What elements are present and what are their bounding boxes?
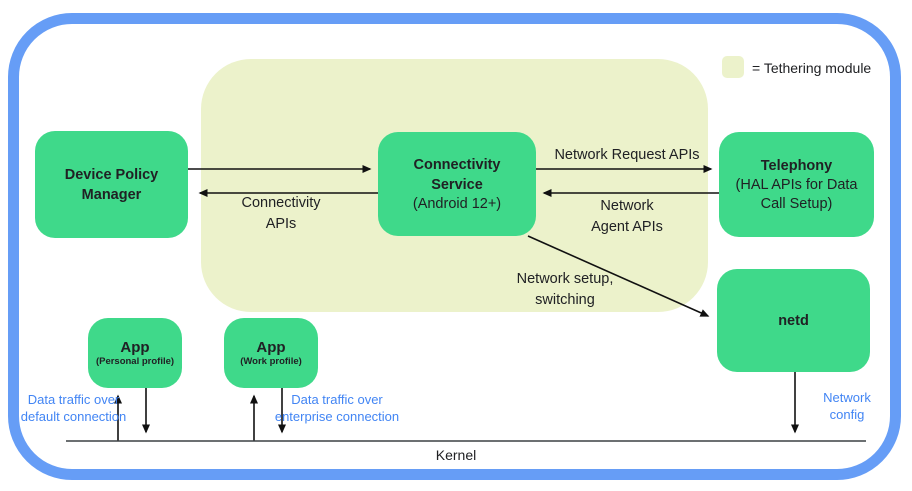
node-title-line: Manager — [81, 186, 142, 203]
node-subtitle: (Personal profile) — [95, 355, 175, 367]
label-line: enterprise connection — [274, 409, 400, 424]
node-title-line: netd — [778, 312, 809, 329]
node-device-policy-manager: Device Policy Manager — [35, 131, 188, 238]
node-connectivity-service: Connectivity Service (Android 12+) — [378, 132, 536, 236]
node-title-line: Device Policy — [64, 166, 159, 183]
node-telephony: Telephony (HAL APIs for Data Call Setup) — [719, 132, 874, 237]
node-subtitle: (Work profile) — [240, 355, 302, 367]
tethering-module-swatch — [722, 56, 744, 78]
label-network-request-apis: Network Request APIs — [527, 145, 727, 166]
label-line: APIs — [265, 216, 297, 232]
label-data-traffic-enterprise: Data traffic over enterprise connection — [263, 391, 411, 425]
label-line: Network setup, — [516, 271, 614, 287]
node-app-work-profile: App (Work profile) — [224, 318, 318, 388]
label-network-agent-apis: Network Agent APIs — [567, 196, 687, 238]
label-line: default connection — [20, 409, 127, 424]
label-network-setup-switching: Network setup, switching — [480, 269, 650, 311]
label-connectivity-apis: Connectivity APIs — [221, 193, 341, 235]
label-line: Agent APIs — [591, 219, 663, 235]
label-line: Network — [823, 390, 871, 405]
label-network-config: Network config — [787, 389, 907, 423]
node-subtitle: Call Setup) — [760, 195, 833, 212]
label-kernel: Kernel — [396, 445, 516, 466]
node-subtitle: (Android 12+) — [412, 195, 502, 212]
node-title-line: Service — [431, 176, 483, 193]
node-title-line: App — [120, 338, 150, 356]
node-title-line: Connectivity — [413, 156, 501, 173]
node-netd: netd — [717, 269, 870, 372]
legend-label: = Tethering module — [752, 60, 872, 76]
node-title-line: App — [256, 338, 286, 356]
label-line: config — [829, 407, 865, 422]
device-boundary-frame — [8, 13, 901, 480]
label-line: Connectivity — [241, 195, 321, 211]
label-line: switching — [535, 292, 595, 308]
label-data-traffic-default: Data traffic over default connection — [0, 391, 147, 425]
label-line: Network Request APIs — [554, 147, 700, 163]
node-app-personal-profile: App (Personal profile) — [88, 318, 182, 388]
label-line: Network — [600, 198, 654, 214]
label-line: Data traffic over — [291, 392, 383, 407]
node-title-line: Telephony — [760, 157, 833, 174]
arrow-connectivity-to-netd — [527, 235, 710, 317]
node-subtitle: (HAL APIs for Data — [735, 176, 858, 193]
label-line: Kernel — [435, 447, 477, 463]
label-line: Data traffic over — [27, 392, 120, 407]
